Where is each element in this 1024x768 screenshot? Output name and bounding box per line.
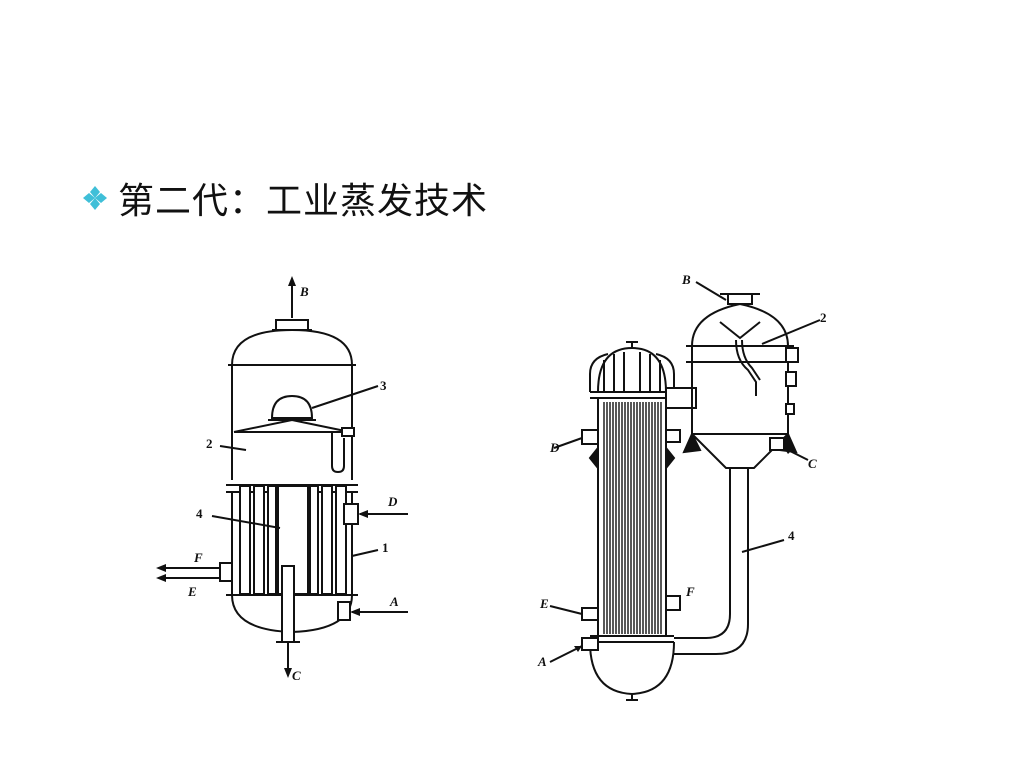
label-3: 3 [380,378,387,393]
label-C: C [292,668,301,683]
label-4: 4 [196,506,203,521]
four-diamond-bullet-icon [83,186,107,210]
bullet-heading: 第二代：工业蒸发技术 [80,172,488,224]
label-E: E [539,596,549,611]
label-B: B [681,272,691,287]
label-E: E [187,584,197,599]
label-B: B [299,284,309,299]
label-1: 1 [382,540,389,555]
label-D: D [387,494,398,509]
label-D: D [549,440,560,455]
label-A: A [537,654,547,669]
label-4: 4 [788,528,795,543]
label-2: 2 [206,436,213,451]
label-F: F [685,584,695,599]
right-evaporator-diagram: B 2 D C 4 F E A [537,272,827,701]
label-C: C [808,456,817,471]
slide-heading: 第二代：工业蒸发技术 [118,181,489,222]
label-2: 2 [820,310,827,325]
label-F: F [193,550,203,565]
label-A: A [389,594,399,609]
left-evaporator-diagram: B 3 2 4 D 1 F E A C [156,276,408,683]
